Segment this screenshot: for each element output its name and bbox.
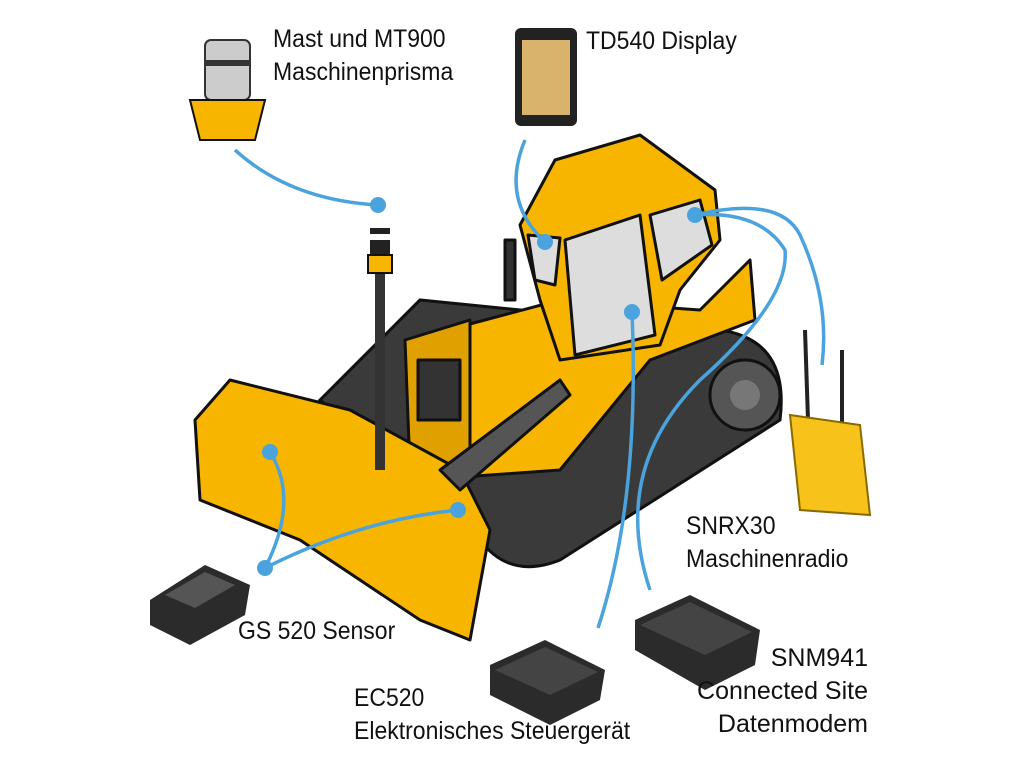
label-ecu-line2: Elektronisches Steuergerät [354, 717, 631, 745]
snrx30-radio-icon [788, 329, 872, 517]
label-mast-line1: Mast und MT900 [273, 25, 446, 53]
label-mast-line2: Maschinenprisma [273, 58, 454, 86]
connector-mast [233, 148, 379, 207]
connector-radio [694, 206, 826, 366]
label-modem-line2: Connected Site [697, 677, 868, 705]
label-modem: SNM941 Connected Site Datenmodem [688, 642, 868, 741]
ec520-ecu-icon [490, 640, 605, 725]
label-radio-line1: SNRX30 [686, 512, 776, 540]
label-modem-line1: SNM941 [770, 644, 868, 672]
mt900-prism-icon [188, 39, 267, 141]
connector-sensor-blade [263, 451, 286, 569]
connector-display [514, 139, 547, 244]
connector-sensor-ecu [264, 508, 459, 570]
label-sensor: GS 520 Sensor [238, 615, 395, 648]
mast [367, 228, 393, 470]
label-modem-line3: Datenmodem [717, 710, 868, 738]
label-ecu-line1: EC520 [354, 684, 425, 712]
label-radio-line2: Maschinenradio [686, 545, 849, 573]
td540-display-icon [515, 28, 577, 126]
label-mast: Mast und MT900 Maschinenprisma [273, 23, 453, 89]
label-sensor-line1: GS 520 Sensor [238, 617, 396, 645]
label-display-line1: TD540 Display [586, 27, 737, 55]
label-ecu: EC520 Elektronisches Steuergerät [354, 682, 630, 748]
connector-ecu [596, 311, 636, 629]
gs520-sensor-icon [150, 565, 250, 645]
label-display: TD540 Display [586, 25, 737, 58]
connector-dots [257, 197, 703, 576]
label-radio: SNRX30 Maschinenradio [686, 510, 848, 576]
connector-modem [635, 212, 787, 591]
snm941-modem-icon [635, 595, 760, 690]
connector-lines [233, 139, 826, 629]
